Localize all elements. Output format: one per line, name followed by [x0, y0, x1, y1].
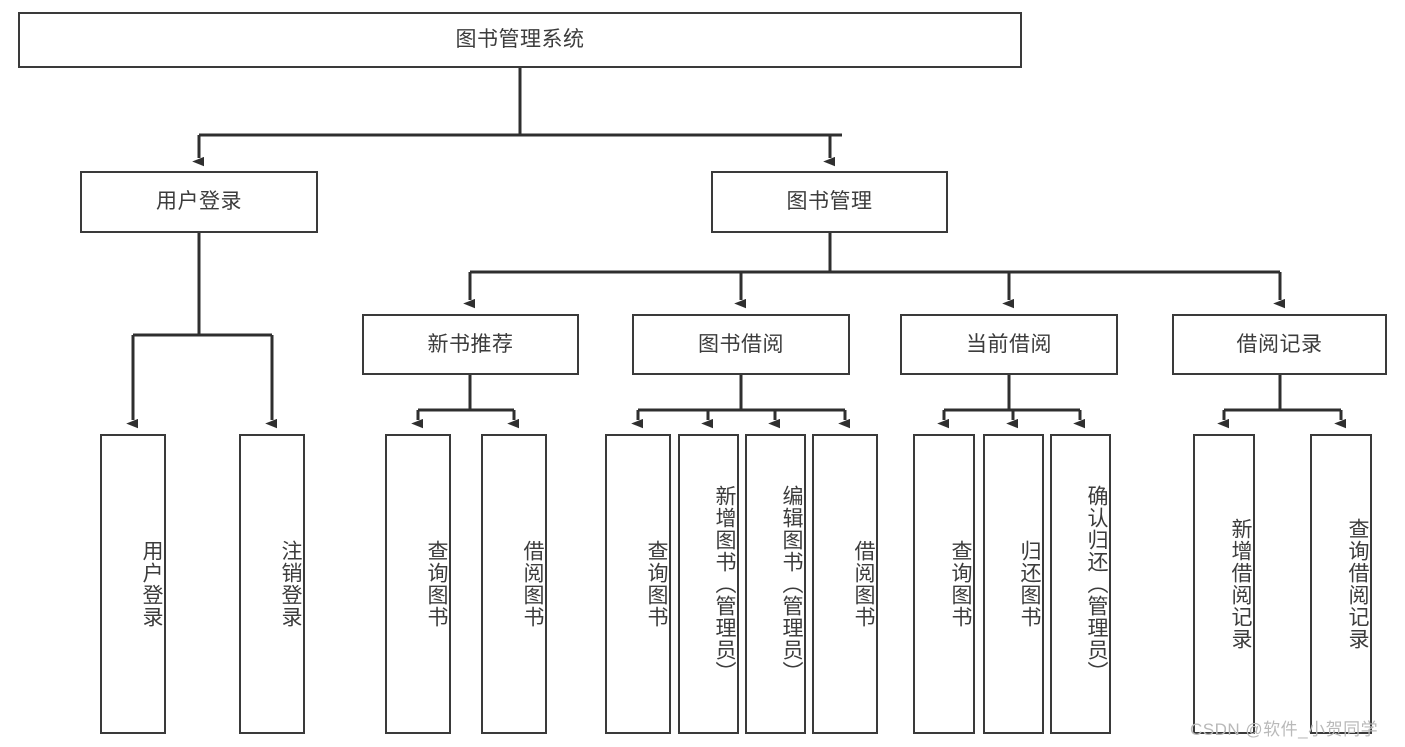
- leaf-confirm-return-admin[interactable]: 确认归还（管理员）: [1050, 434, 1111, 734]
- leaf-add-book-admin[interactable]: 新增图书（管理员）: [678, 434, 739, 734]
- node-new-book-recommend[interactable]: 新书推荐: [362, 314, 579, 375]
- leaf-logout[interactable]: 注销登录: [239, 434, 305, 734]
- leaf-edit-book-admin[interactable]: 编辑图书（管理员）: [745, 434, 806, 734]
- leaf-add-borrow-record[interactable]: 新增借阅记录: [1193, 434, 1255, 734]
- leaf-query-book-recommend[interactable]: 查询图书: [385, 434, 451, 734]
- node-book-borrow[interactable]: 图书借阅: [632, 314, 850, 375]
- leaf-borrow-book[interactable]: 借阅图书: [812, 434, 878, 734]
- leaf-query-borrow-record[interactable]: 查询借阅记录: [1310, 434, 1372, 734]
- node-current-borrow[interactable]: 当前借阅: [900, 314, 1118, 375]
- node-book-management[interactable]: 图书管理: [711, 171, 948, 233]
- node-root-system[interactable]: 图书管理系统: [18, 12, 1022, 68]
- node-user-login[interactable]: 用户登录: [80, 171, 318, 233]
- leaf-query-book-borrow[interactable]: 查询图书: [605, 434, 671, 734]
- leaf-query-book-current[interactable]: 查询图书: [913, 434, 975, 734]
- leaf-user-login[interactable]: 用户登录: [100, 434, 166, 734]
- leaf-return-book[interactable]: 归还图书: [983, 434, 1044, 734]
- node-borrow-record[interactable]: 借阅记录: [1172, 314, 1387, 375]
- leaf-borrow-book-recommend[interactable]: 借阅图书: [481, 434, 547, 734]
